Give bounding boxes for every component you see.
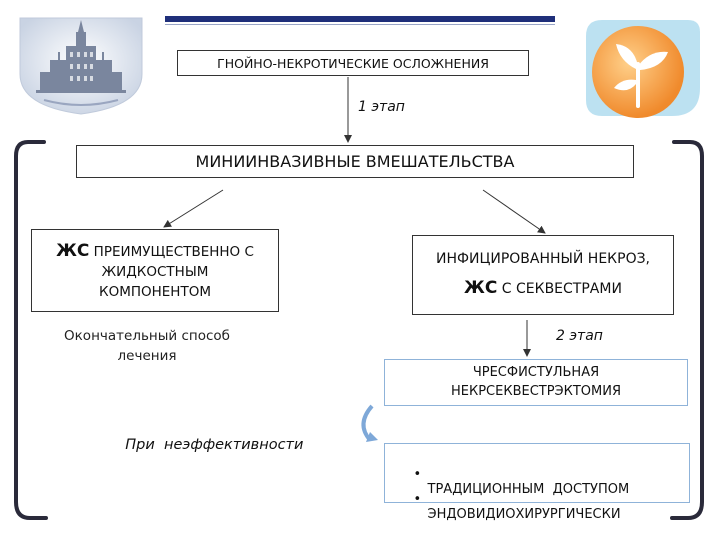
- fluid-collection-line1-rest: ПРЕИМУЩЕСТВЕННО С: [89, 243, 254, 260]
- approach-endovideo: ЭНДОВИДИОХИРУРГИЧЕСКИ: [427, 507, 621, 522]
- final-treatment-line2: лечения: [117, 347, 177, 364]
- sprout-logo: [576, 14, 706, 122]
- final-treatment-line1: Окончательный способ: [64, 328, 230, 344]
- fluid-collection-line1: ЖС ПРЕИМУЩЕСТВЕННО С: [56, 239, 254, 264]
- stage2-text: 2 этап: [556, 328, 603, 344]
- approach-item: • ТРАДИЦИОННЫМ ДОСТУПОМ: [397, 452, 630, 512]
- if-ineffective-label: При неэффективности: [116, 418, 346, 454]
- header-bar-underline: [165, 24, 555, 25]
- final-treatment-label: Окончательный способ лечения: [42, 327, 252, 366]
- fluid-collection-line3: КОМПОНЕНТОМ: [98, 283, 211, 300]
- arrow-to-left: [163, 189, 224, 228]
- infected-necrosis-line1: ИНФИЦИРОВАННЫЙ НЕКРОЗ,: [435, 250, 651, 267]
- complications-text: ГНОЙНО-НЕКРОТИЧЕСКИЕ ОСЛОЖНЕНИЯ: [217, 55, 489, 71]
- infected-necrosis-line2: ЖС С СЕКВЕСТРАМИ: [436, 272, 650, 304]
- fluid-collection-box: ЖС ПРЕИМУЩЕСТВЕННО С ЖИДКОСТНЫМ КОМПОНЕН…: [31, 229, 279, 312]
- left-bracket: [14, 140, 48, 520]
- if-ineffective-text: При неэффективности: [125, 437, 304, 454]
- transfistular-box: ЧРЕСФИСТУЛЬНАЯ НЕКРСЕКВЕСТРЭКТОМИЯ: [384, 359, 688, 406]
- complications-box: ГНОЙНО-НЕКРОТИЧЕСКИЕ ОСЛОЖНЕНИЯ: [177, 50, 529, 76]
- right-bracket: [670, 140, 704, 520]
- transfistular-line2: НЕКРСЕКВЕСТРЭКТОМИЯ: [450, 383, 622, 399]
- stage1-label: 1 этап: [358, 99, 448, 117]
- bullet-icon: •: [413, 467, 422, 482]
- arrow-to-right: [482, 189, 546, 234]
- minimally-invasive-box: МИНИИНВАЗИВНЫЕ ВМЕШАТЕЛЬСТВА: [76, 145, 634, 178]
- minimally-invasive-text: МИНИИНВАЗИВНЫЕ ВМЕШАТЕЛЬСТВА: [195, 152, 515, 171]
- fluid-collection-line2: ЖИДКОСТНЫМ: [101, 264, 209, 281]
- stage2-label: 2 этап: [556, 328, 636, 346]
- approaches-box: • ТРАДИЦИОННЫМ ДОСТУПОМ • ЭНДОВИДИОХИРУР…: [384, 443, 690, 522]
- approach-traditional: ТРАДИЦИОННЫМ ДОСТУПОМ: [427, 482, 630, 497]
- transfistular-line1: ЧРЕСФИСТУЛЬНАЯ: [472, 365, 600, 381]
- approach-item: • ЭНДОВИДИОХИРУРГИЧЕСКИ: [397, 477, 621, 537]
- infected-necrosis-line2-rest: С СЕКВЕСТРАМИ: [497, 281, 622, 298]
- zhs-abbr-left: ЖС: [56, 240, 90, 261]
- header-bar: [165, 16, 555, 22]
- infected-necrosis-box: ИНФИЦИРОВАННЫЙ НЕКРОЗ, ЖС С СЕКВЕСТРАМИ: [412, 235, 674, 315]
- zhs-abbr-right: ЖС: [464, 278, 498, 299]
- bullet-icon: •: [413, 492, 422, 507]
- curved-arrow-head: [366, 432, 378, 442]
- stage1-text: 1 этап: [358, 99, 405, 115]
- university-logo: [14, 14, 148, 116]
